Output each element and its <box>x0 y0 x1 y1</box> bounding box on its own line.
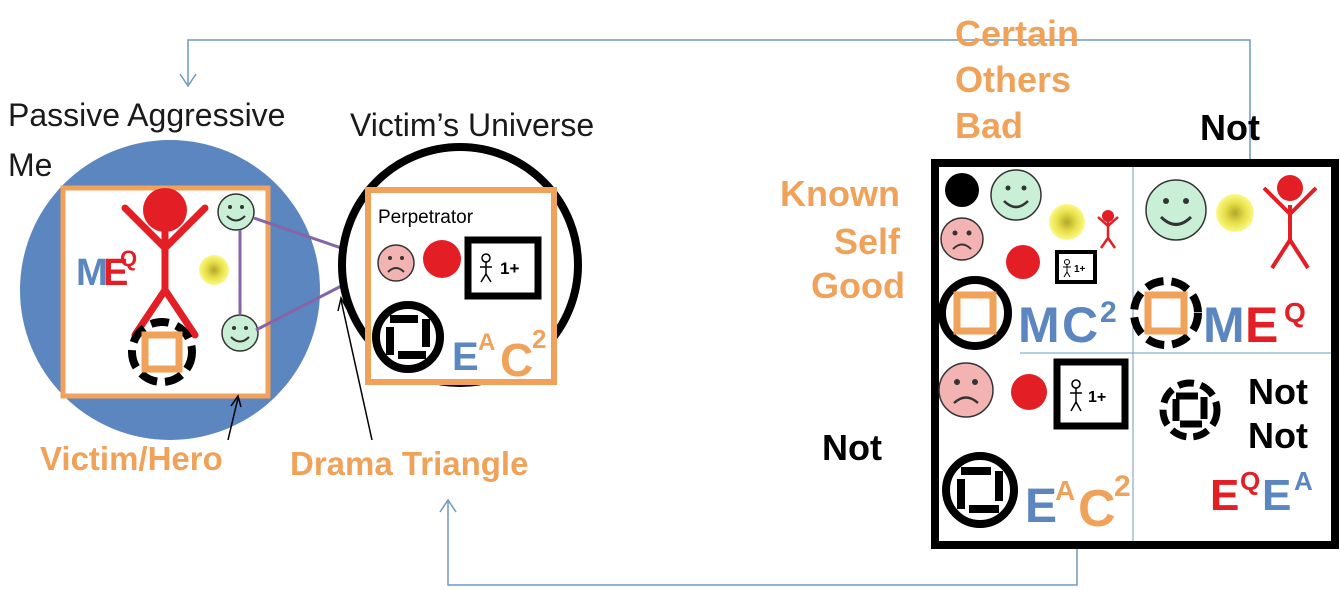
bottom-feedback-arrow <box>439 498 1078 586</box>
q4-dashed-box-glyph-icon <box>1159 379 1221 441</box>
q3-card-label: 1+ <box>1088 389 1106 406</box>
certain-label: Certain <box>955 13 1079 54</box>
person-card-icon <box>464 236 542 300</box>
q2-happy-face-icon <box>1145 179 1207 241</box>
good-label: Good <box>811 265 905 306</box>
q2-e-letter: E <box>1245 297 1278 353</box>
drama-triangle-caption: Drama Triangle <box>290 445 528 482</box>
q2-yellow-glow-icon <box>1216 194 1254 232</box>
q1-c-letter: C <box>1062 297 1098 353</box>
q1-stick-figure-icon <box>1097 216 1119 249</box>
drama-triangle-pointer <box>337 295 373 441</box>
red-dot-icon <box>423 240 461 278</box>
q1-person-card-icon <box>1055 250 1097 284</box>
orange-square-icon <box>141 331 183 373</box>
left-me-label: M <box>76 252 108 294</box>
q4-e1-letter: E <box>1210 471 1239 520</box>
q1-happy-face-icon <box>990 169 1042 221</box>
middle-title: Victim’s Universe <box>350 107 594 143</box>
q1-red-dot-icon <box>1006 245 1040 279</box>
q4-not-label-1: Not <box>1248 371 1308 412</box>
known-label: Known <box>780 173 900 214</box>
stick-figure-head-icon <box>143 188 187 232</box>
q1-orange-square-icon <box>953 291 997 335</box>
q2-stick-figure-head-icon <box>1277 175 1303 201</box>
q1-black-dot-icon <box>945 173 979 207</box>
happy-face-icon-bottom <box>221 314 259 352</box>
q1-sad-face-icon <box>940 217 984 261</box>
others-label: Others <box>955 59 1071 100</box>
q3-box-glyph-icon <box>942 452 1018 528</box>
victim-hero-caption: Victim/Hero <box>40 440 223 477</box>
q4-e2-super: A <box>1294 466 1313 496</box>
q4-e1-super: Q <box>1240 466 1260 496</box>
q3-e-super: A <box>1055 475 1075 506</box>
q2-orange-square-icon <box>1144 291 1188 335</box>
middle-c-letter: C <box>500 334 533 386</box>
q4-e2-letter: E <box>1262 471 1291 520</box>
q3-c-super: 2 <box>1114 470 1131 503</box>
person-card-label: 1+ <box>500 259 519 278</box>
self-label: Self <box>834 221 901 262</box>
middle-e-letter: E <box>452 335 479 379</box>
victim-hero-pointer <box>227 394 242 441</box>
left-me-e-overlay: E <box>103 252 128 294</box>
q3-c-letter: C <box>1078 480 1116 538</box>
q3-person-card-icon <box>1053 358 1129 430</box>
middle-e-super: A <box>478 329 495 356</box>
perpetrator-label: Perpetrator <box>378 207 474 228</box>
bad-label: Bad <box>955 105 1023 146</box>
q1-m-letter: M <box>1018 297 1060 353</box>
q1-stick-figure-head-icon <box>1102 210 1114 222</box>
q3-sad-face-icon <box>938 362 994 418</box>
middle-c-super: 2 <box>532 324 546 354</box>
q2-q-super: Q <box>1284 297 1306 328</box>
q3-e-letter: E <box>1025 480 1057 533</box>
happy-face-icon-top <box>217 193 255 231</box>
q2-m-letter: M <box>1203 297 1245 353</box>
yellow-glow-icon <box>199 255 229 285</box>
top-not-label: Not <box>1200 107 1260 148</box>
box-glyph-icon <box>372 301 444 373</box>
top-feedback-arrow <box>179 39 1251 160</box>
sad-face-icon <box>377 244 415 282</box>
left-title-line1: Passive Aggressive <box>8 97 285 133</box>
q3-red-dot-icon <box>1011 374 1047 410</box>
left-me-q-superscript: Q <box>120 246 137 271</box>
q4-not-label-2: Not <box>1248 415 1308 456</box>
q1-card-label: 1+ <box>1074 264 1086 275</box>
left-not-label: Not <box>822 427 882 468</box>
q1-yellow-glow-icon <box>1049 204 1085 240</box>
q2-stick-figure-icon <box>1262 186 1318 270</box>
q1-c-super: 2 <box>1100 296 1117 329</box>
left-title-line2: Me <box>8 147 52 183</box>
